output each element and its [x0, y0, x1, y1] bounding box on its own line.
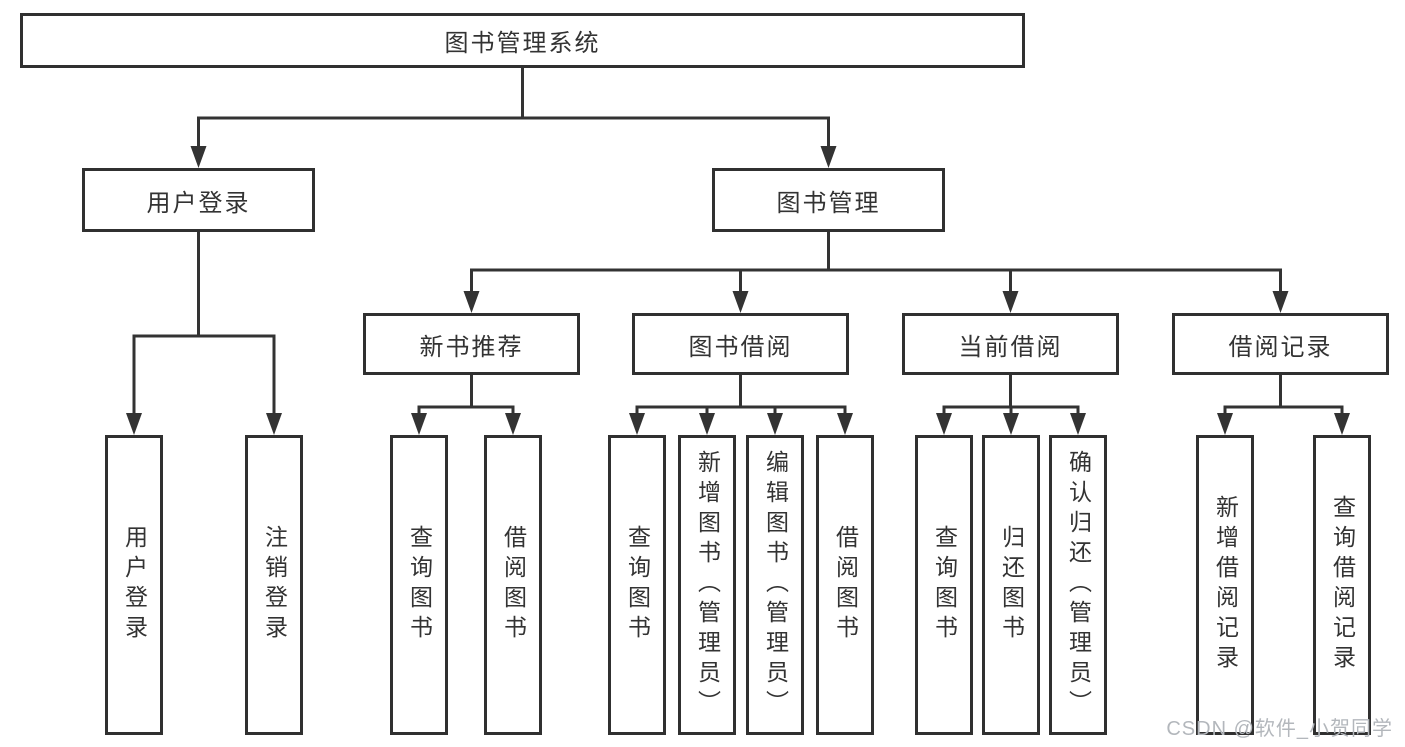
node-label: 借阅图书 — [832, 525, 859, 645]
node-root-system: 图书管理系统 — [20, 13, 1025, 68]
leaf-query-books-recommend: 查询图书 — [390, 435, 448, 735]
node-label: 借阅记录 — [1228, 333, 1333, 361]
connector-current-borrow-children — [936, 375, 1086, 435]
node-label: 新增借阅记录 — [1212, 495, 1239, 675]
connector-new-book-children — [411, 375, 521, 435]
node-label: 新增图书（管理员） — [694, 450, 721, 720]
node-label: 编辑图书（管理员） — [762, 450, 789, 720]
node-book-management: 图书管理 — [712, 168, 945, 232]
leaf-query-books-borrow: 查询图书 — [608, 435, 666, 735]
node-user-login: 用户登录 — [82, 168, 315, 232]
leaf-borrow-books: 借阅图书 — [816, 435, 874, 735]
node-book-borrowing: 图书借阅 — [632, 313, 849, 375]
node-label: 当前借阅 — [958, 333, 1063, 361]
connector-book-mgmt-to-level3 — [463, 232, 1289, 313]
node-label: 用户登录 — [146, 189, 251, 217]
node-label: 注销登录 — [261, 525, 288, 645]
connector-borrow-record-children — [1217, 375, 1350, 435]
leaf-add-borrow-record: 新增借阅记录 — [1196, 435, 1254, 735]
node-label: 确认归还（管理员） — [1065, 450, 1092, 720]
connector-book-borrow-children — [629, 375, 853, 435]
node-label: 查询图书 — [624, 525, 651, 645]
node-new-book-recommend: 新书推荐 — [363, 313, 580, 375]
node-label: 查询图书 — [406, 525, 433, 645]
node-label: 用户登录 — [121, 525, 148, 645]
leaf-add-books-admin: 新增图书（管理员） — [678, 435, 736, 735]
node-borrowing-records: 借阅记录 — [1172, 313, 1389, 375]
leaf-logout: 注销登录 — [245, 435, 303, 735]
node-current-borrowing: 当前借阅 — [902, 313, 1119, 375]
connector-root-to-level2 — [190, 68, 837, 168]
leaf-confirm-return-admin: 确认归还（管理员） — [1049, 435, 1107, 735]
node-label: 图书管理系统 — [444, 30, 601, 57]
leaf-return-books: 归还图书 — [982, 435, 1040, 735]
leaf-edit-books-admin: 编辑图书（管理员） — [746, 435, 804, 735]
node-label: 查询借阅记录 — [1329, 495, 1356, 675]
node-label: 新书推荐 — [419, 333, 524, 361]
connector-user-login-children — [126, 232, 282, 435]
node-label: 借阅图书 — [500, 525, 527, 645]
node-label: 归还图书 — [998, 525, 1025, 645]
node-label: 图书管理 — [776, 189, 881, 217]
node-label: 图书借阅 — [688, 333, 793, 361]
leaf-query-books-current: 查询图书 — [915, 435, 973, 735]
leaf-borrow-books-recommend: 借阅图书 — [484, 435, 542, 735]
leaf-user-login: 用户登录 — [105, 435, 163, 735]
leaf-query-borrow-record: 查询借阅记录 — [1313, 435, 1371, 735]
node-label: 查询图书 — [931, 525, 958, 645]
csdn-watermark: CSDN @软件_小贺同学 — [1166, 718, 1393, 740]
